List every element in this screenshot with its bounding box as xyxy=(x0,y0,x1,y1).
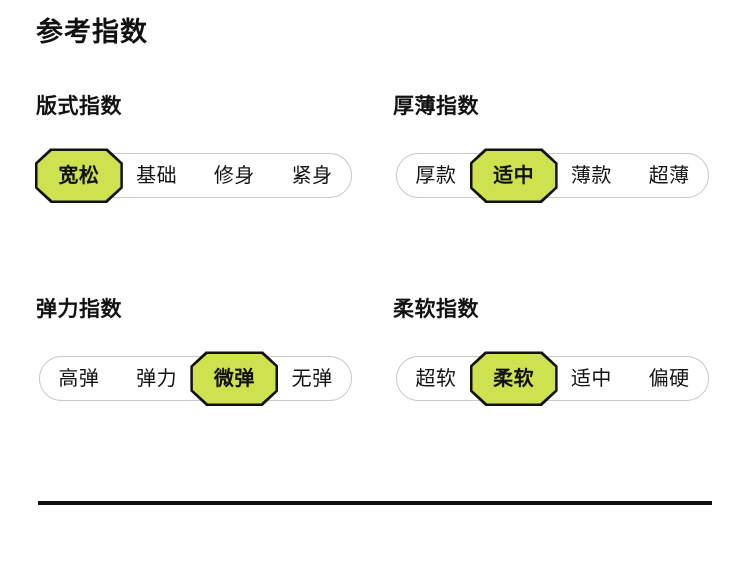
index-section-softness: 柔软指数 超软 柔软 适中 xyxy=(393,295,715,406)
option-fit-1[interactable]: 基础 xyxy=(118,153,196,198)
index-section-thickness: 厚薄指数 厚款 适中 薄款 xyxy=(393,92,715,203)
selector-wrap: 高弹 弹力 微弹 无弹 xyxy=(36,349,358,406)
section-title: 厚薄指数 xyxy=(393,94,479,118)
option-elasticity-3[interactable]: 无弹 xyxy=(273,356,351,401)
section-title: 弹力指数 xyxy=(36,297,122,321)
option-softness-0[interactable]: 超软 xyxy=(397,356,475,401)
option-elasticity-0[interactable]: 高弹 xyxy=(40,356,118,401)
option-label: 柔软 xyxy=(493,366,535,390)
option-label: 无弹 xyxy=(291,366,333,390)
index-row: 弹力指数 高弹 弹力 微弹 xyxy=(0,295,750,498)
option-thickness-0[interactable]: 厚款 xyxy=(397,153,475,198)
index-row: 版式指数 宽松 基础 修身 xyxy=(0,92,750,295)
option-fit-2[interactable]: 修身 xyxy=(196,153,274,198)
selector-bar-fit[interactable]: 宽松 基础 修身 紧身 xyxy=(34,148,352,203)
option-label: 超薄 xyxy=(648,163,690,187)
option-label: 微弹 xyxy=(213,366,255,390)
option-elasticity-1[interactable]: 弹力 xyxy=(118,356,196,401)
option-label: 偏硬 xyxy=(648,366,690,390)
option-label: 适中 xyxy=(570,366,612,390)
option-label: 紧身 xyxy=(291,163,333,187)
option-label: 适中 xyxy=(493,163,535,187)
selector-wrap: 宽松 基础 修身 紧身 xyxy=(34,146,358,203)
selector-bar-thickness[interactable]: 厚款 适中 薄款 超薄 xyxy=(396,148,709,203)
section-title: 柔软指数 xyxy=(393,297,479,321)
option-thickness-3[interactable]: 超薄 xyxy=(630,153,708,198)
page-title: 参考指数 xyxy=(36,17,148,48)
selector-bar-elasticity[interactable]: 高弹 弹力 微弹 无弹 xyxy=(39,351,352,406)
option-thickness-1[interactable]: 适中 xyxy=(469,148,558,203)
option-thickness-2[interactable]: 薄款 xyxy=(553,153,631,198)
option-softness-1[interactable]: 柔软 xyxy=(469,351,558,406)
option-softness-3[interactable]: 偏硬 xyxy=(630,356,708,401)
selector-wrap: 超软 柔软 适中 偏硬 xyxy=(393,349,715,406)
option-softness-2[interactable]: 适中 xyxy=(553,356,631,401)
bottom-divider xyxy=(38,501,712,505)
option-elasticity-2[interactable]: 微弹 xyxy=(190,351,279,406)
option-label: 厚款 xyxy=(415,163,457,187)
index-section-elasticity: 弹力指数 高弹 弹力 微弹 xyxy=(36,295,358,406)
option-label: 高弹 xyxy=(58,366,100,390)
option-label: 超软 xyxy=(415,366,457,390)
option-fit-0[interactable]: 宽松 xyxy=(34,148,123,203)
section-title: 版式指数 xyxy=(36,94,122,118)
index-section-fit: 版式指数 宽松 基础 修身 xyxy=(34,92,358,203)
option-label: 宽松 xyxy=(58,163,100,187)
selector-bar-softness[interactable]: 超软 柔软 适中 偏硬 xyxy=(396,351,709,406)
selector-wrap: 厚款 适中 薄款 超薄 xyxy=(393,146,715,203)
option-label: 弹力 xyxy=(136,366,178,390)
index-grid: 版式指数 宽松 基础 修身 xyxy=(0,92,750,498)
option-label: 薄款 xyxy=(570,163,612,187)
option-label: 基础 xyxy=(136,163,178,187)
option-label: 修身 xyxy=(213,163,255,187)
option-fit-3[interactable]: 紧身 xyxy=(273,153,351,198)
